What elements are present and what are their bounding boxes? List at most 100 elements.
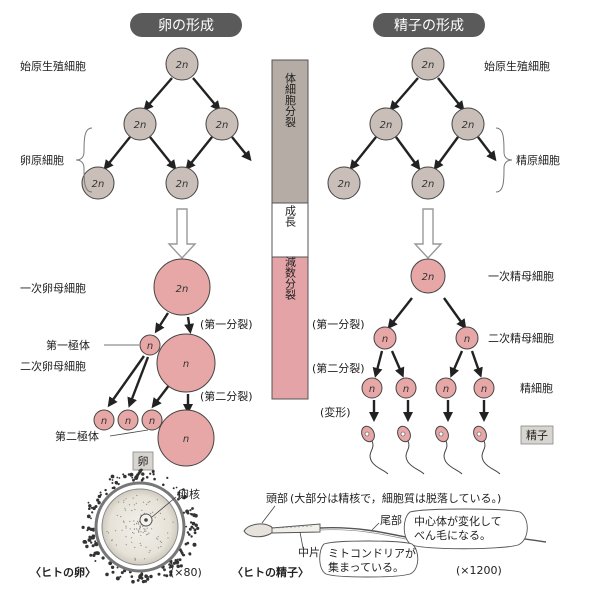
follicle-cell-dot	[178, 496, 181, 499]
follicle-cell-dot	[89, 527, 93, 532]
follicle-cell-dot	[110, 565, 115, 569]
follicle-cell-dot	[84, 539, 87, 542]
cytoplasm-speckle	[147, 533, 149, 535]
svg-text:n: n	[101, 416, 107, 427]
follicle-cell-dot	[100, 493, 102, 496]
spermatid-cell	[435, 377, 457, 399]
second-polar-body-cell	[93, 409, 115, 431]
svg-text:n: n	[481, 384, 487, 395]
cytoplasm-speckle	[138, 531, 140, 533]
follicle-cell-dot	[152, 469, 155, 472]
human-egg-caption: 〈ヒトの卵〉	[30, 565, 96, 579]
cytoplasm-speckle	[123, 521, 125, 524]
follicle-cell-dot	[87, 501, 90, 504]
follicle-cell-dot	[96, 498, 100, 502]
follicle-cell-dot	[97, 494, 102, 499]
follicle-cell-dot	[172, 561, 176, 565]
sperm-cell	[473, 425, 501, 475]
follicle-cell-dot	[88, 504, 92, 508]
follicle-cell-dot	[194, 514, 197, 517]
svg-text:2n: 2n	[216, 120, 229, 131]
follicle-cell-dot	[120, 571, 124, 575]
cytoplasm-speckle	[140, 514, 142, 516]
cytoplasm-speckle	[159, 512, 161, 515]
follicle-cell-dot	[162, 483, 165, 487]
cytoplasm-speckle	[133, 523, 135, 526]
follicle-cell-dot	[168, 566, 172, 569]
follicle-cell-dot	[94, 542, 99, 547]
svg-text:2n: 2n	[462, 120, 475, 131]
cytoplasm-speckle	[133, 528, 135, 530]
follicle-cell-dot	[165, 574, 169, 578]
follicle-cell-dot	[177, 493, 180, 496]
follicle-cell-dot	[81, 525, 85, 530]
cytoplasm-speckle	[115, 544, 117, 546]
svg-text:2n: 2n	[176, 179, 189, 190]
follicle-cell-dot	[191, 507, 194, 510]
follicle-cell-dot	[111, 486, 114, 490]
label-spermatogonia: 精原細胞	[516, 154, 560, 167]
phase-somatic-division: 体細胞分裂	[284, 71, 297, 128]
follicle-cell-dot	[87, 538, 92, 542]
cytoplasm-speckle	[123, 501, 125, 503]
human-egg-illustration: 卵核 〈ヒトの卵〉 (×80)	[30, 468, 202, 584]
label-sperm-head: 頭部	[266, 491, 288, 505]
cytoplasm-speckle	[157, 536, 159, 538]
follicle-cell-dot	[116, 566, 119, 569]
oogonium-cell	[165, 166, 199, 200]
cytoplasm-speckle	[121, 529, 123, 531]
label-first-division-sperm: (第一分裂)	[312, 317, 365, 331]
follicle-cell-dot	[94, 551, 99, 555]
follicle-cell-dot	[99, 491, 102, 494]
follicle-cell-dot	[138, 469, 142, 473]
label-oogonia: 卵原細胞	[20, 154, 64, 167]
svg-text:2n: 2n	[176, 284, 189, 295]
follicle-cell-dot	[122, 473, 125, 476]
cytoplasm-speckle	[138, 530, 140, 532]
secondary-oocyte-cell	[156, 333, 216, 393]
svg-text:2n: 2n	[338, 179, 351, 190]
cytoplasm-speckle	[133, 520, 135, 522]
spermatogenesis: 2n 2n 2n 2n 2n 2n n n n n n n	[312, 47, 560, 475]
label-primary-spermatocyte: 一次精母細胞	[488, 269, 554, 283]
follicle-cell-dot	[169, 573, 173, 577]
follicle-cell-dot	[152, 473, 155, 476]
follicle-cell-dot	[176, 564, 180, 569]
cytoplasm-speckle	[139, 525, 141, 527]
follicle-cell-dot	[92, 506, 96, 511]
cytoplasm-speckle	[133, 504, 135, 506]
cytoplasm-speckle	[146, 527, 148, 529]
sperm-head-note: (大部分は精核で，細胞質は脱落している。)	[290, 491, 501, 505]
cytoplasm-speckle	[139, 526, 141, 529]
human-sperm-illustration: 頭部 (大部分は精核で，細胞質は脱落している。) 尾部 中心体が変化してべん毛に…	[232, 491, 547, 579]
human-egg-magnification: (×80)	[170, 566, 202, 579]
sperm-primordial-cell	[411, 47, 445, 81]
cytoplasm-speckle	[107, 532, 110, 534]
cytoplasm-speckle	[131, 541, 133, 543]
cytoplasm-speckle	[163, 518, 166, 520]
follicle-cell-dot	[131, 476, 134, 479]
cytoplasm-speckle	[154, 516, 156, 518]
follicle-cell-dot	[105, 492, 108, 496]
follicle-cell-dot	[179, 564, 183, 568]
second-polar-body-cell	[141, 409, 163, 431]
follicle-cell-dot	[185, 525, 188, 528]
sperm-tail-note: 中心体が変化してべん毛になる。	[414, 514, 502, 542]
cytoplasm-speckle	[134, 557, 136, 559]
svg-text:n: n	[403, 384, 409, 395]
svg-text:n: n	[443, 384, 449, 395]
follicle-cell-dot	[94, 560, 97, 562]
follicle-cell-dot	[177, 491, 180, 494]
follicle-cell-dot	[144, 580, 148, 583]
follicle-cell-dot	[141, 472, 145, 476]
follicle-cell-dot	[185, 509, 190, 514]
follicle-cell-dot	[157, 572, 161, 576]
label-primary-oocyte: 一次卵母細胞	[20, 281, 86, 295]
cytoplasm-speckle	[137, 522, 139, 524]
follicle-cell-dot	[176, 558, 179, 561]
oogonium-cell	[123, 107, 157, 141]
follicle-cell-dot	[188, 533, 191, 536]
cytoplasm-speckle	[157, 547, 160, 549]
label-secondary-spermatocyte: 二次精母細胞	[488, 331, 554, 345]
cytoplasm-speckle	[137, 529, 139, 531]
